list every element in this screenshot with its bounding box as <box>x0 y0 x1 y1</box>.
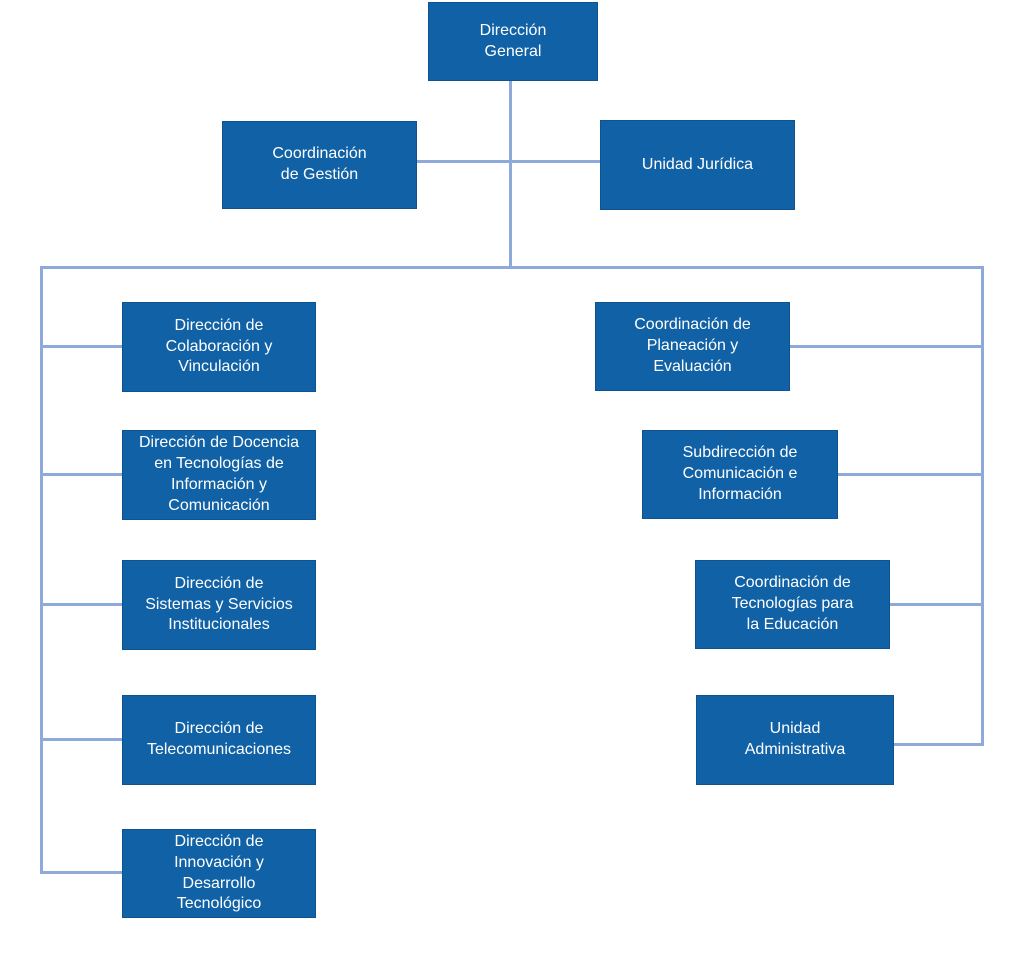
connector-left-stub-4 <box>40 738 122 741</box>
node-direccion-telecomunicaciones: Dirección de Telecomunicaciones <box>122 695 316 785</box>
node-subdireccion-comunicacion-informacion: Subdirección de Comunicación e Informaci… <box>642 430 838 519</box>
connector-level2-horizontal <box>417 160 602 163</box>
connector-right-stub-3 <box>890 603 981 606</box>
node-coordinacion-gestion: Coordinación de Gestión <box>222 121 417 209</box>
node-unidad-juridica: Unidad Jurídica <box>600 120 795 210</box>
connector-right-stub-1 <box>790 345 981 348</box>
connector-right-stub-4 <box>894 743 981 746</box>
connector-left-stub-2 <box>40 473 122 476</box>
node-direccion-docencia-tic: Dirección de Docencia en Tecnologías de … <box>122 430 316 520</box>
node-direccion-general: Dirección General <box>428 2 598 81</box>
node-direccion-colaboracion-vinculacion: Dirección de Colaboración y Vinculación <box>122 302 316 392</box>
connector-trunk-horizontal <box>40 266 984 269</box>
connector-left-rail <box>40 266 43 874</box>
node-direccion-innovacion-desarrollo: Dirección de Innovación y Desarrollo Tec… <box>122 829 316 918</box>
connector-left-stub-3 <box>40 603 122 606</box>
connector-root-stem <box>509 80 512 269</box>
node-coordinacion-tecnologias-educacion: Coordinación de Tecnologías para la Educ… <box>695 560 890 649</box>
connector-left-stub-5 <box>40 871 122 874</box>
node-coordinacion-planeacion-evaluacion: Coordinación de Planeación y Evaluación <box>595 302 790 391</box>
node-unidad-administrativa: Unidad Administrativa <box>696 695 894 785</box>
connector-right-rail <box>981 266 984 746</box>
connector-left-stub-1 <box>40 345 122 348</box>
node-direccion-sistemas-servicios: Dirección de Sistemas y Servicios Instit… <box>122 560 316 650</box>
connector-right-stub-2 <box>838 473 981 476</box>
